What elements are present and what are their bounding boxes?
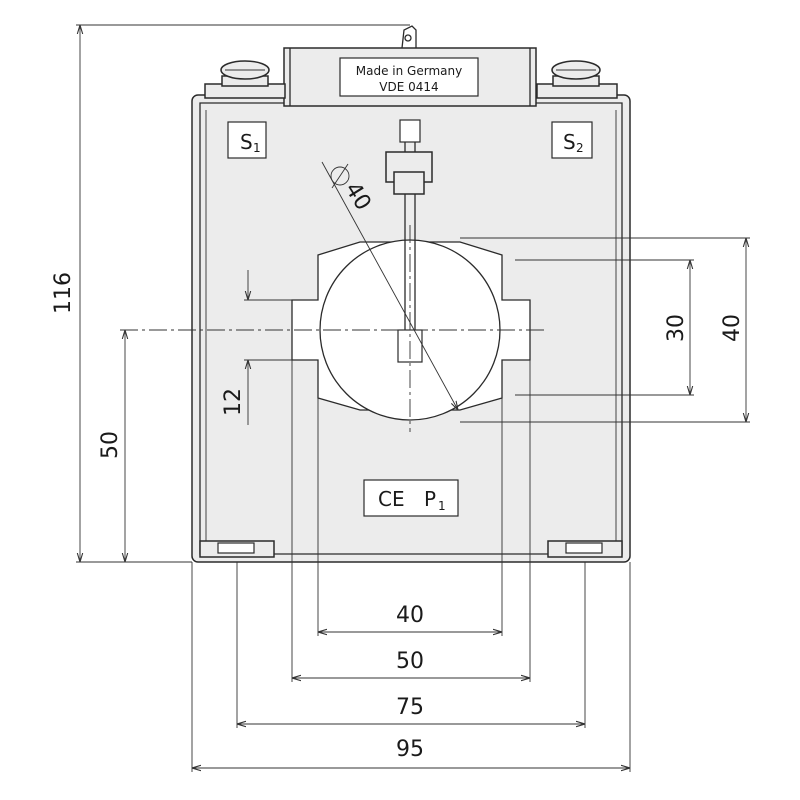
- terminal-label-s1: S 1: [227, 121, 267, 159]
- dim-window-height-40: 40: [460, 237, 750, 423]
- center-lines: [120, 225, 545, 432]
- dim-text-116: 116: [51, 272, 76, 314]
- svg-text:S: S: [240, 130, 253, 154]
- terminal-label-s2: S 2: [551, 121, 593, 159]
- dim-text-30: 30: [664, 314, 689, 342]
- terminal-screw-left: [204, 60, 286, 99]
- bottom-terminal-right: [547, 540, 623, 558]
- dim-text-95: 95: [396, 737, 424, 762]
- dim-width-75: 75: [236, 562, 586, 728]
- svg-text:P: P: [424, 487, 436, 511]
- svg-text:S: S: [563, 130, 576, 154]
- ce-marking: CE P 1: [363, 479, 459, 517]
- svg-text:2: 2: [576, 141, 584, 155]
- dim-width-40: 40: [317, 398, 503, 636]
- dim-text-12: 12: [221, 388, 246, 416]
- dim-width-95: 95: [191, 562, 631, 772]
- dim-text-50-vertical: 50: [98, 431, 123, 459]
- dim-width-50: 50: [291, 360, 531, 682]
- dim-text-40-vertical: 40: [720, 314, 745, 342]
- nameplate-line2: VDE 0414: [379, 80, 438, 94]
- dim-slot-height: 12: [221, 270, 292, 425]
- nameplate-line1: Made in Germany: [356, 64, 462, 78]
- dim-text-50-horizontal: 50: [396, 649, 424, 674]
- svg-text:1: 1: [253, 141, 261, 155]
- svg-text:1: 1: [438, 499, 446, 513]
- terminal-screw-right: [536, 60, 618, 99]
- dim-text-75: 75: [396, 695, 424, 720]
- nameplate: Made in Germany VDE 0414: [339, 57, 479, 97]
- svg-text:CE: CE: [378, 487, 405, 511]
- dim-height-total: 116: [51, 24, 410, 563]
- dim-text-40-horizontal: 40: [396, 603, 424, 628]
- bottom-terminal-left: [199, 540, 275, 558]
- dim-window-height-30: 30: [515, 259, 694, 396]
- dim-height-center: 50: [98, 330, 125, 562]
